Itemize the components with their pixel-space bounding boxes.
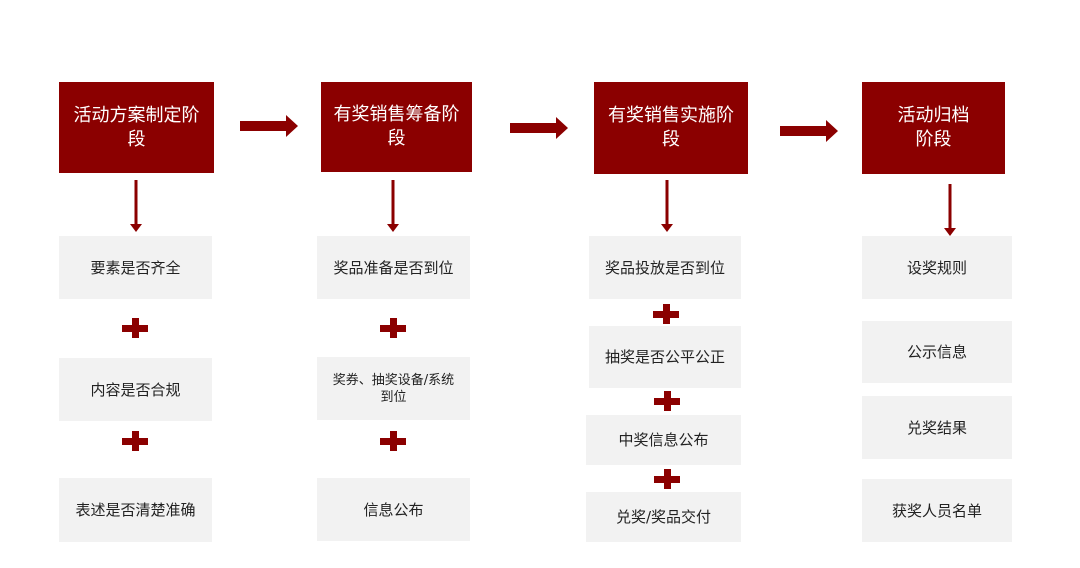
arrow-down-icon	[130, 180, 142, 232]
item-label: 兑奖结果	[906, 418, 967, 437]
arrow-right-icon	[780, 120, 838, 142]
item-label: 奖品准备是否到位	[333, 258, 454, 277]
stage-3-header: 有奖销售实施阶段	[594, 82, 748, 174]
stage-2-item: 奖券、抽奖设备/系统到位	[317, 357, 470, 420]
arrow-down-icon	[944, 184, 956, 236]
arrow-down-icon	[387, 180, 399, 232]
item-label: 表述是否清楚准确	[75, 501, 196, 519]
item-label: 信息公布	[363, 500, 424, 519]
arrow-right-icon	[240, 115, 298, 137]
stage-4-title: 活动归档阶段	[897, 105, 970, 150]
plus-icon	[122, 318, 148, 338]
arrow-down-icon	[661, 180, 673, 232]
stage-2-item: 奖品准备是否到位	[317, 236, 470, 299]
item-label: 奖券、抽奖设备/系统到位	[332, 372, 455, 405]
plus-icon	[654, 391, 680, 411]
plus-icon	[653, 304, 679, 324]
item-label: 内容是否合规	[90, 380, 181, 399]
item-label: 获奖人员名单	[891, 501, 982, 520]
stage-3-item: 抽奖是否公平公正	[589, 326, 741, 388]
stage-1-title: 活动方案制定阶段	[73, 104, 200, 150]
stage-4-header: 活动归档阶段	[862, 82, 1005, 174]
stage-1-item: 要素是否齐全	[59, 236, 212, 299]
item-label: 奖品投放是否到位	[604, 258, 725, 277]
stage-4-item: 公示信息	[862, 321, 1012, 383]
stage-2-title: 有奖销售筹备阶段	[333, 104, 460, 149]
plus-icon	[122, 431, 148, 451]
item-label: 抽奖是否公平公正	[604, 348, 725, 366]
stage-3-item: 中奖信息公布	[586, 415, 741, 465]
item-label: 要素是否齐全	[90, 258, 181, 277]
arrow-right-icon	[510, 117, 568, 139]
stage-4-item: 设奖规则	[862, 236, 1012, 299]
stage-3-item: 兑奖/奖品交付	[586, 492, 741, 542]
item-label: 中奖信息公布	[618, 431, 709, 449]
plus-icon	[654, 469, 680, 489]
item-label: 公示信息	[906, 343, 967, 361]
stage-1-item: 内容是否合规	[59, 358, 212, 421]
stage-2-header: 有奖销售筹备阶段	[321, 82, 472, 172]
stage-3-title: 有奖销售实施阶段	[608, 105, 734, 150]
stage-1-header: 活动方案制定阶段	[59, 82, 214, 173]
stage-4-item: 获奖人员名单	[862, 479, 1012, 542]
stage-2-item: 信息公布	[317, 478, 470, 541]
stage-3-item: 奖品投放是否到位	[589, 236, 741, 299]
item-label: 设奖规则	[906, 258, 967, 277]
stage-4-item: 兑奖结果	[862, 396, 1012, 459]
item-label: 兑奖/奖品交付	[615, 508, 712, 526]
plus-icon	[380, 318, 406, 338]
plus-icon	[380, 431, 406, 451]
stage-1-item: 表述是否清楚准确	[59, 478, 212, 542]
